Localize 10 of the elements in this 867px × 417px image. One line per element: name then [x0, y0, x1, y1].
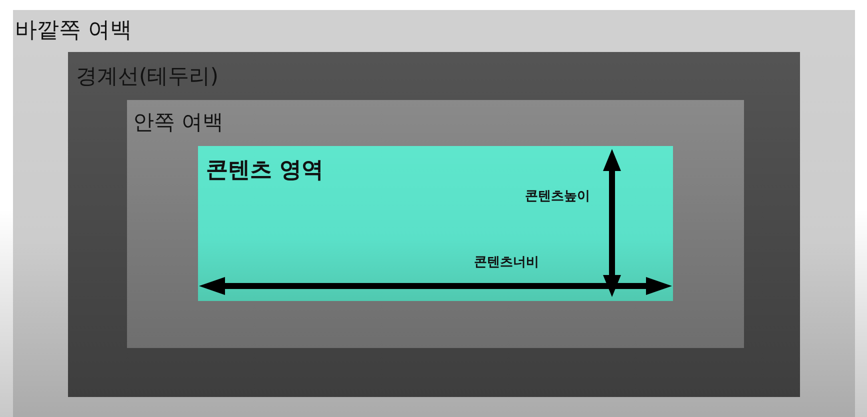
box-model-layer	[68, 52, 800, 397]
dimension-label: 콘텐츠너비	[474, 256, 539, 269]
layer-label: 바깥쪽 여백	[15, 20, 132, 42]
box-model-layer	[13, 10, 855, 417]
box-model-layer	[198, 146, 673, 301]
layer-label: 안쪽 여백	[133, 112, 224, 133]
layer-label: 콘텐츠 영역	[206, 160, 324, 182]
dimension-label: 콘텐츠높이	[525, 190, 590, 203]
layer-label: 경계선(테두리)	[76, 66, 218, 87]
box-model-layer	[127, 100, 744, 348]
